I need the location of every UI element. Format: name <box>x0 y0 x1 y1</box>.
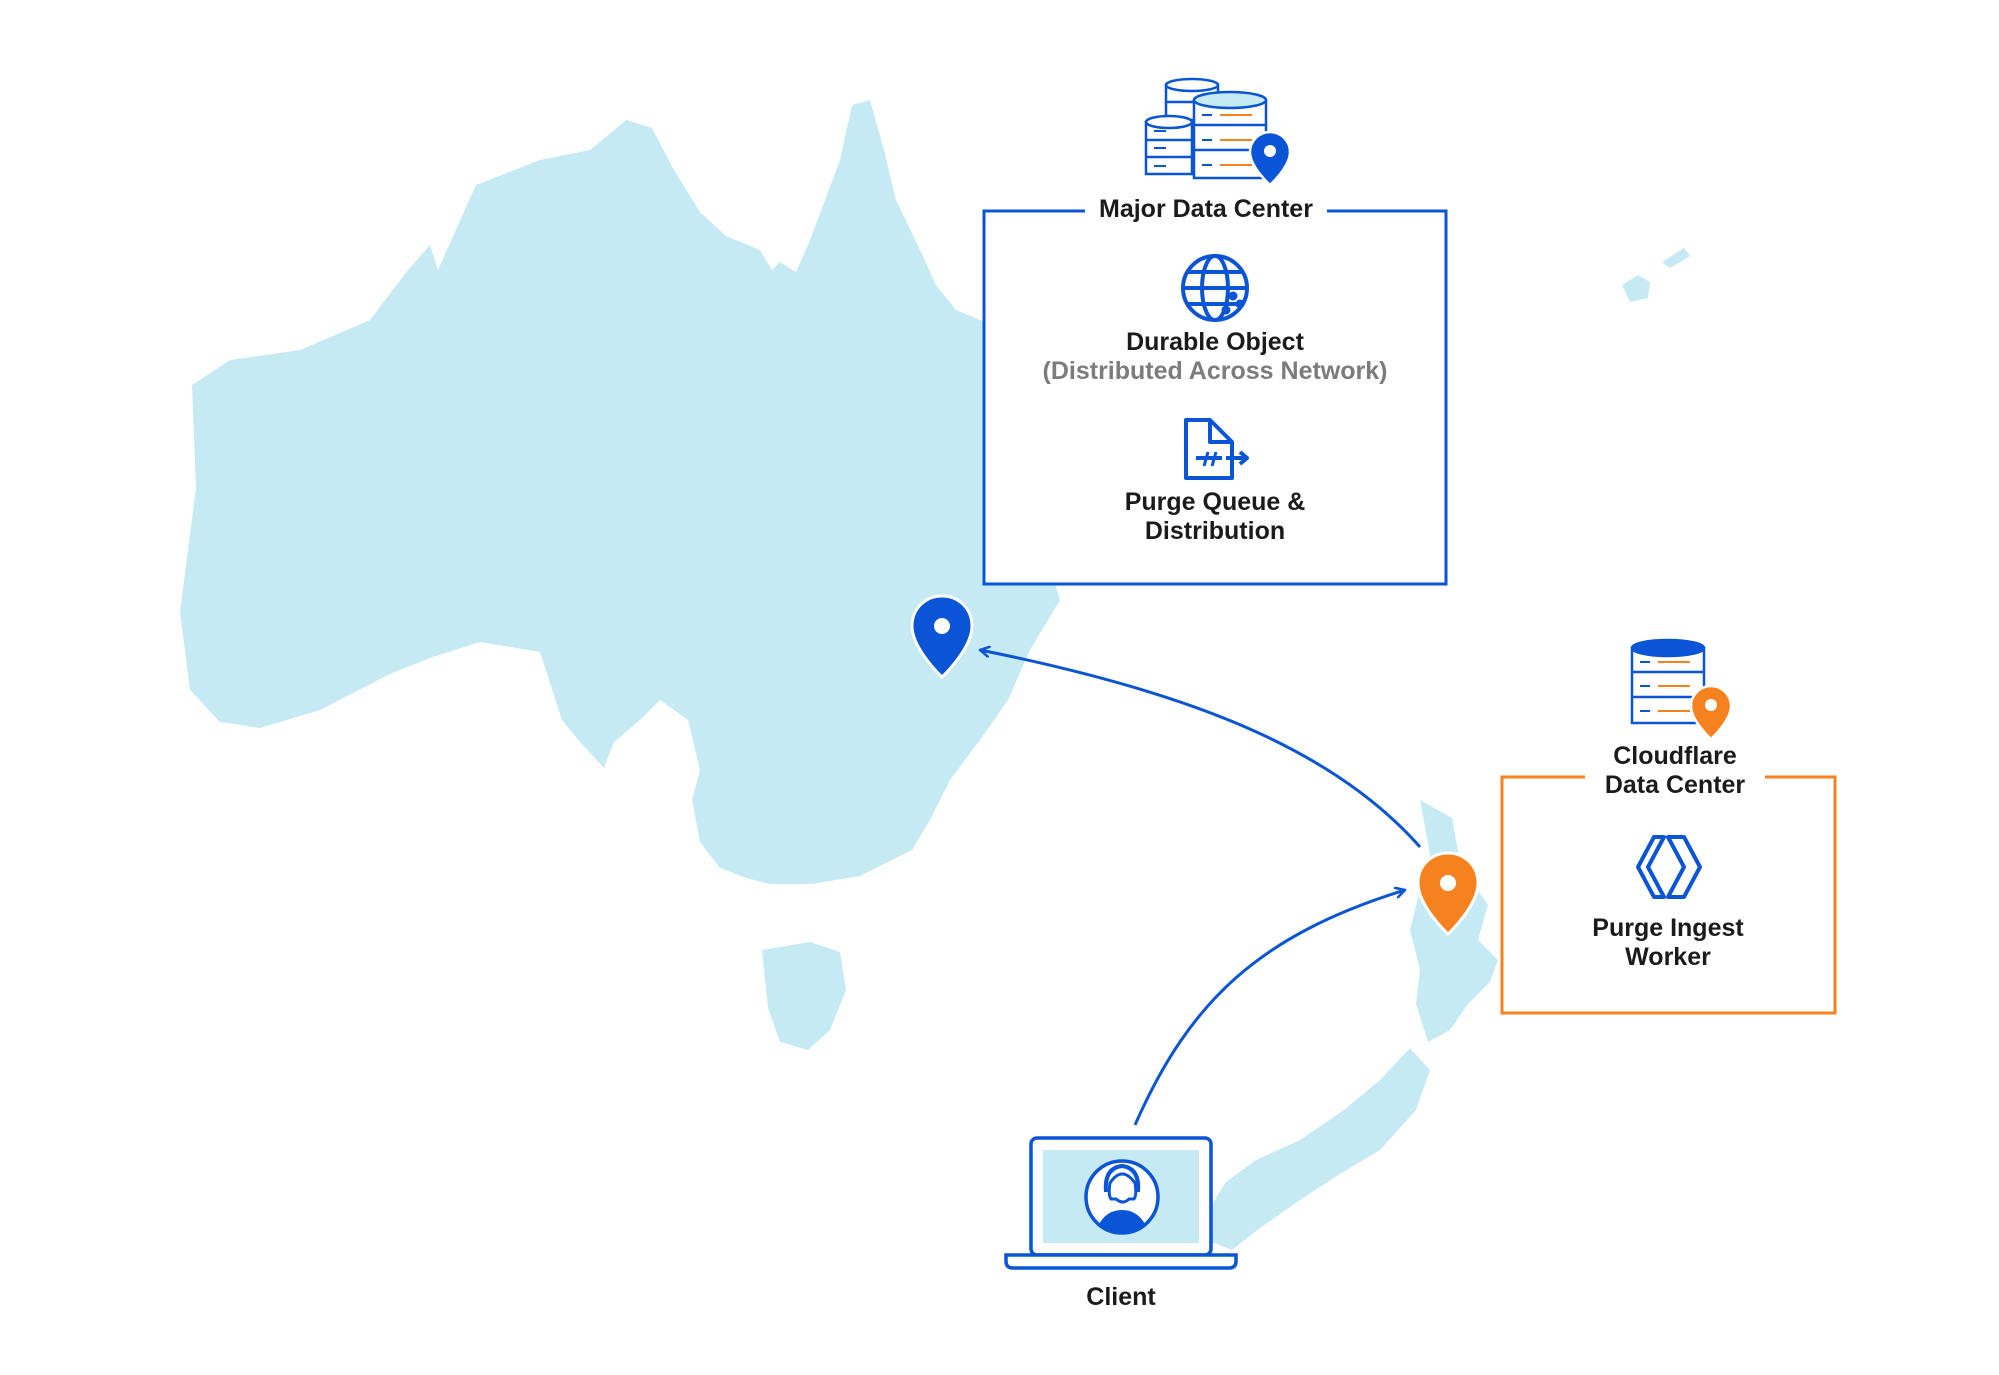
purge-queue-line1: Purge Queue & <box>1124 488 1306 516</box>
purge-queue-label: Purge Queue & Distribution <box>1065 488 1365 546</box>
durable-object-detail: (Distributed Across Network) <box>1042 357 1388 385</box>
user-avatar-icon <box>1084 1159 1160 1235</box>
cloudflare-location-pin-icon <box>1416 851 1480 937</box>
durable-object-label: Durable Object (Distributed Across Netwo… <box>1015 328 1415 386</box>
database-stack-icon <box>1144 77 1268 180</box>
cloudflare-title-line2: Data Center <box>1604 771 1746 799</box>
cloudflare-title-line1: Cloudflare <box>1613 742 1737 770</box>
arc-client-to-cloudflare <box>1133 890 1405 1126</box>
major-location-pin-icon <box>910 594 974 680</box>
client-label: Client <box>1086 1283 1156 1311</box>
document-queue-icon <box>1184 418 1249 480</box>
australia-landmass <box>180 100 1060 884</box>
purge-queue-line2: Distribution <box>1144 517 1286 545</box>
nz-south-island <box>1206 1048 1430 1250</box>
location-pin-icon <box>1248 130 1292 187</box>
workers-chevron-icon <box>1636 835 1702 899</box>
cloudflare-data-center-title: Cloudflare Data Center <box>1585 742 1765 800</box>
purge-ingest-worker-label: Purge Ingest Worker <box>1568 914 1768 972</box>
tasmania-landmass <box>762 942 846 1050</box>
globe-icon <box>1181 254 1249 322</box>
durable-object-name: Durable Object <box>1126 328 1304 356</box>
small-island <box>1662 248 1690 268</box>
orange-pin-icon <box>1689 684 1733 741</box>
worker-line2: Worker <box>1625 943 1711 971</box>
arc-cloudflare-to-major <box>980 650 1422 848</box>
small-island <box>1622 275 1650 302</box>
worker-line1: Purge Ingest <box>1592 914 1744 942</box>
major-data-center-title: Major Data Center <box>1085 194 1327 224</box>
